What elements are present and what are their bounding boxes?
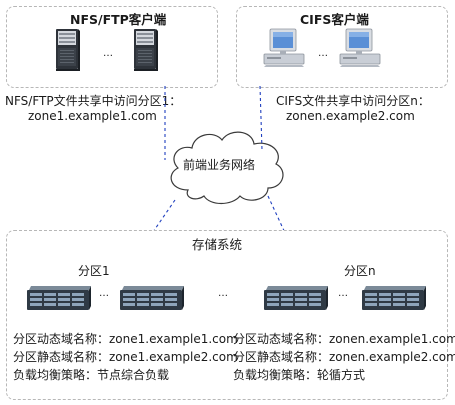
- partition-1-name: 分区1: [78, 264, 110, 278]
- cifs-dashed-line-up: [259, 85, 263, 151]
- partition-n-load-balance: 负载均衡策略：轮循方式: [233, 368, 366, 382]
- tower-server-icon: [56, 29, 80, 71]
- desktop-pc-icon: [263, 28, 305, 67]
- tower-server-icon: [134, 29, 158, 71]
- storage-system-box: [6, 230, 448, 400]
- partition-1-static-domain: 分区静态域名称：zone1.example2.com: [13, 350, 238, 364]
- partition-1-ellipsis: …: [99, 288, 110, 299]
- cifs-client-ellipsis: …: [318, 48, 329, 59]
- storage-middle-ellipsis: …: [218, 288, 229, 299]
- nfs-client-ellipsis: …: [103, 48, 114, 59]
- cifs-client-title: CIFS客户端: [300, 12, 369, 27]
- partition-n-name: 分区n: [344, 264, 376, 278]
- nfs-client-title: NFS/FTP客户端: [70, 12, 167, 27]
- partition-1-dynamic-domain: 分区动态域名称：zone1.example1.com: [13, 332, 238, 346]
- partition-n-ellipsis: …: [338, 288, 349, 299]
- cifs-access-domain: zonen.example2.com: [286, 109, 415, 123]
- cloud-icon: [170, 131, 284, 205]
- desktop-pc-icon: [339, 28, 381, 67]
- storage-array-icon: [362, 286, 426, 310]
- storage-array-icon: [264, 286, 328, 310]
- storage-system-title: 存储系统: [192, 237, 243, 252]
- storage-array-icon: [27, 286, 91, 310]
- partition-n-dynamic-domain: 分区动态域名称：zonen.example1.com: [233, 332, 455, 346]
- network-label: 前端业务网络: [183, 158, 256, 172]
- partition-1-load-balance: 负载均衡策略：节点综合负载: [13, 368, 170, 382]
- nfs-client-box: [6, 6, 218, 88]
- nfs-access-domain: zone1.example1.com: [28, 109, 157, 123]
- cifs-access-text: CIFS文件共享中访问分区n：: [276, 94, 430, 108]
- nfs-access-text: NFS/FTP文件共享中访问分区1：: [5, 94, 182, 108]
- partition-n-static-domain: 分区静态域名称：zonen.example2.com: [233, 350, 455, 364]
- storage-array-icon: [120, 286, 184, 310]
